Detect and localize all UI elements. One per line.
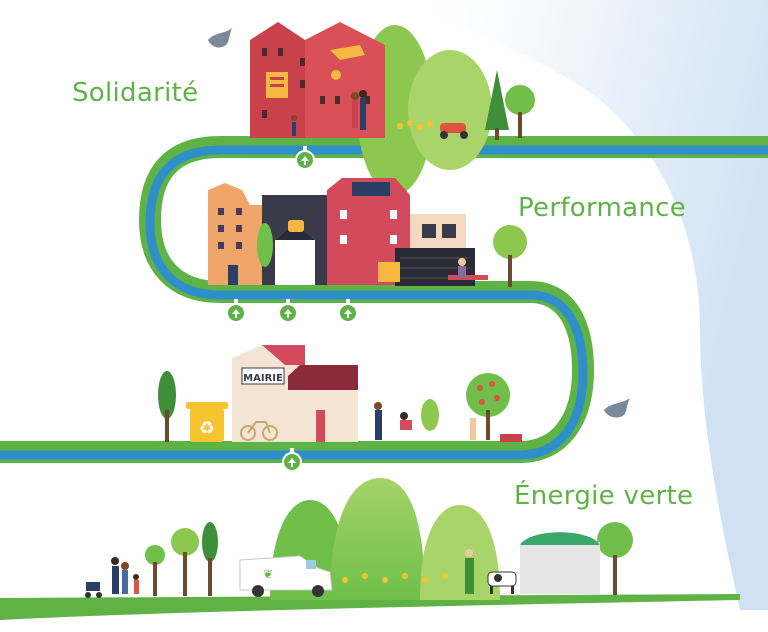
winding-road — [0, 136, 768, 463]
ground-line — [0, 594, 740, 620]
scooter — [440, 123, 468, 139]
flowers-bottom — [342, 573, 448, 583]
label-performance: Performance — [518, 193, 687, 223]
flowers-top — [397, 120, 433, 130]
recycle-bin — [186, 402, 228, 442]
cow — [487, 571, 517, 594]
up-arrow-marker-icon — [226, 146, 358, 472]
biogas-tank — [520, 532, 600, 594]
gardening-people — [374, 402, 522, 442]
delivery-van — [239, 555, 333, 597]
lower-trees — [158, 371, 510, 442]
middle-buildings — [208, 178, 475, 286]
middle-trees — [257, 223, 527, 287]
recycle-icon: ♻ — [199, 418, 215, 439]
label-solidarite: Solidarité — [72, 78, 199, 108]
bottom-trees — [145, 522, 633, 596]
bicycle-icon — [240, 421, 278, 441]
bird-icon — [208, 28, 630, 418]
people-top — [291, 90, 367, 136]
leaf-icon: ❦ — [263, 567, 273, 581]
trees-top — [485, 70, 535, 140]
bench-person — [448, 258, 488, 280]
family — [85, 557, 139, 598]
mairie-sign: MAIRIE — [243, 373, 283, 384]
label-energie-verte: Énergie verte — [514, 481, 694, 511]
farmer — [465, 549, 474, 594]
mairie-building — [232, 345, 358, 442]
